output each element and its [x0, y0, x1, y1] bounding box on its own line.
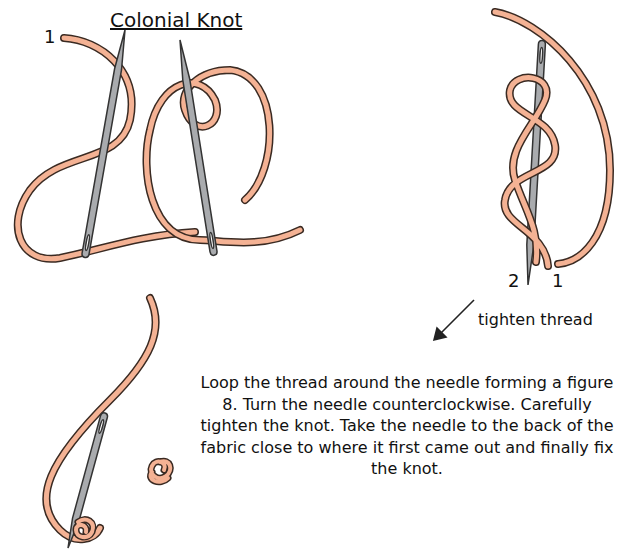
instruction-note: Loop the thread around the needle formin…	[197, 372, 617, 480]
diagram-title: Colonial Knot	[110, 8, 242, 32]
step-number: 1	[552, 270, 563, 291]
step-number: 2	[508, 270, 519, 291]
step-number: 1	[44, 26, 55, 47]
arrow-label: tighten thread	[478, 310, 593, 329]
